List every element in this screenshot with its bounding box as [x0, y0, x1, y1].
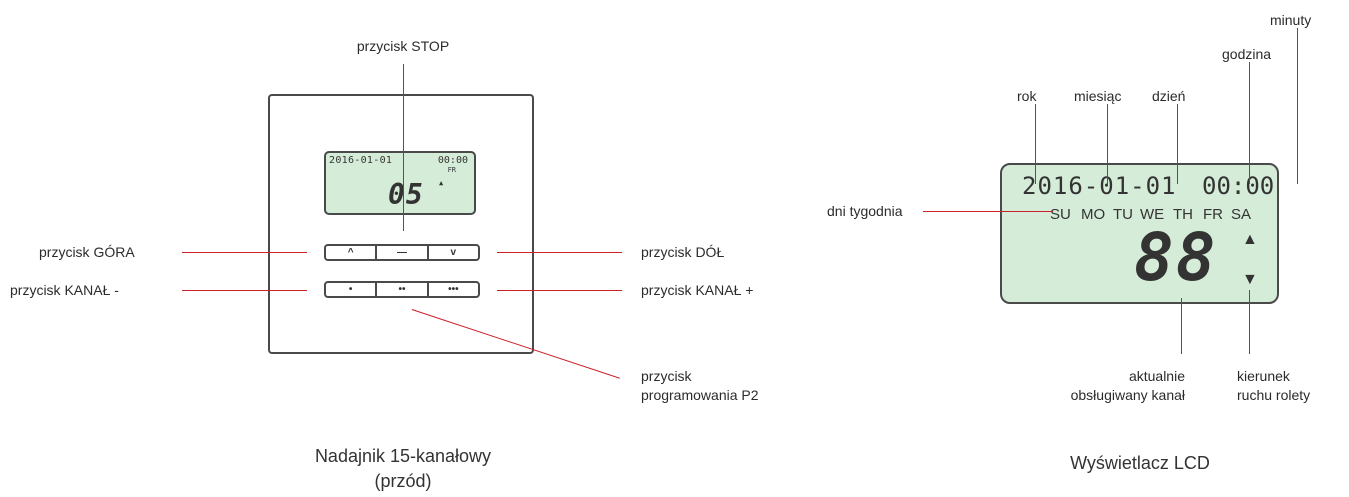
lcd-channel: 88: [1134, 219, 1218, 296]
rok-leader: [1035, 104, 1036, 184]
lcd-date: 2016-01-01: [1022, 172, 1177, 200]
stop-button[interactable]: —: [377, 246, 429, 259]
transmitter-caption: Nadajnik 15-kanałowy: [314, 446, 492, 466]
transmitter-lcd: 2016-01-01 00:00 FR 05 ▲: [324, 151, 476, 215]
day-sa: SA: [1231, 206, 1252, 223]
channel-minus-button[interactable]: •: [326, 283, 378, 296]
minuty-label: minuty: [1270, 12, 1312, 28]
up-button[interactable]: ^: [326, 246, 378, 259]
chplus-label: przycisk KANAŁ +: [641, 282, 754, 298]
dni-leader: [923, 211, 1053, 212]
down-label: przycisk DÓŁ: [641, 244, 725, 260]
channel-plus-button[interactable]: •••: [448, 283, 459, 295]
kanal-label-line2: obsługiwany kanał: [1070, 387, 1185, 403]
day-we: WE: [1140, 206, 1165, 223]
lcd-channel: 05: [388, 178, 424, 211]
channel-buttons: • •• •••: [324, 281, 480, 298]
arrow-up-icon: ▲: [1242, 231, 1258, 248]
dzien-label: dzień: [1152, 88, 1186, 104]
transmitter-caption-sub: (przód): [374, 471, 432, 491]
day-th: TH: [1173, 206, 1193, 223]
kierunek-label-line1: kierunek: [1237, 368, 1290, 384]
up-label: przycisk GÓRA: [39, 244, 135, 260]
chplus-leader: [497, 290, 622, 291]
prog-label-line1: przycisk: [641, 368, 692, 384]
program-p2-button[interactable]: ••: [377, 283, 429, 296]
kanal-leader: [1181, 298, 1182, 354]
up-leader: [182, 252, 307, 253]
down-leader: [497, 252, 622, 253]
lcd-time: 00:00: [437, 155, 468, 166]
day-su: SU: [1050, 206, 1071, 223]
day-fr: FR: [1203, 206, 1223, 223]
lcd-date: 2016-01-01: [329, 155, 393, 166]
direction-buttons: ^ — v: [324, 244, 480, 261]
rok-label: rok: [1017, 88, 1037, 104]
dni-tygodnia-label: dni tygodnia: [827, 203, 903, 219]
kierunek-leader: [1249, 290, 1250, 354]
godzina-leader: [1249, 62, 1250, 184]
kanal-label-line1: aktualnie: [1128, 368, 1185, 384]
stop-label: przycisk STOP: [356, 38, 450, 54]
day-tu: TU: [1113, 206, 1133, 223]
minuty-leader: [1297, 28, 1298, 184]
lcd-day: FR: [447, 166, 456, 174]
lcd-time: 00:00: [1202, 172, 1275, 200]
kierunek-label-line2: ruchu rolety: [1237, 387, 1311, 403]
lcd-display: 2016-01-01 00:00 SU MO TU WE TH FR SA 88…: [1000, 163, 1279, 304]
chminus-label: przycisk KANAŁ -: [10, 282, 119, 298]
chminus-leader: [182, 290, 307, 291]
transmitter-body: [268, 94, 534, 354]
lcd-caption: Wyświetlacz LCD: [1070, 453, 1210, 473]
arrow-down-icon: ▼: [1242, 271, 1258, 288]
day-mo: MO: [1081, 206, 1106, 223]
down-button[interactable]: v: [450, 246, 457, 258]
stop-leader: [403, 64, 404, 231]
lcd-arrow-icon: ▲: [439, 179, 444, 187]
godzina-label: godzina: [1222, 46, 1272, 62]
miesiac-leader: [1107, 104, 1108, 184]
dzien-leader: [1177, 104, 1178, 184]
prog-label-line2: programowania P2: [641, 387, 759, 403]
miesiac-label: miesiąc: [1074, 88, 1122, 104]
